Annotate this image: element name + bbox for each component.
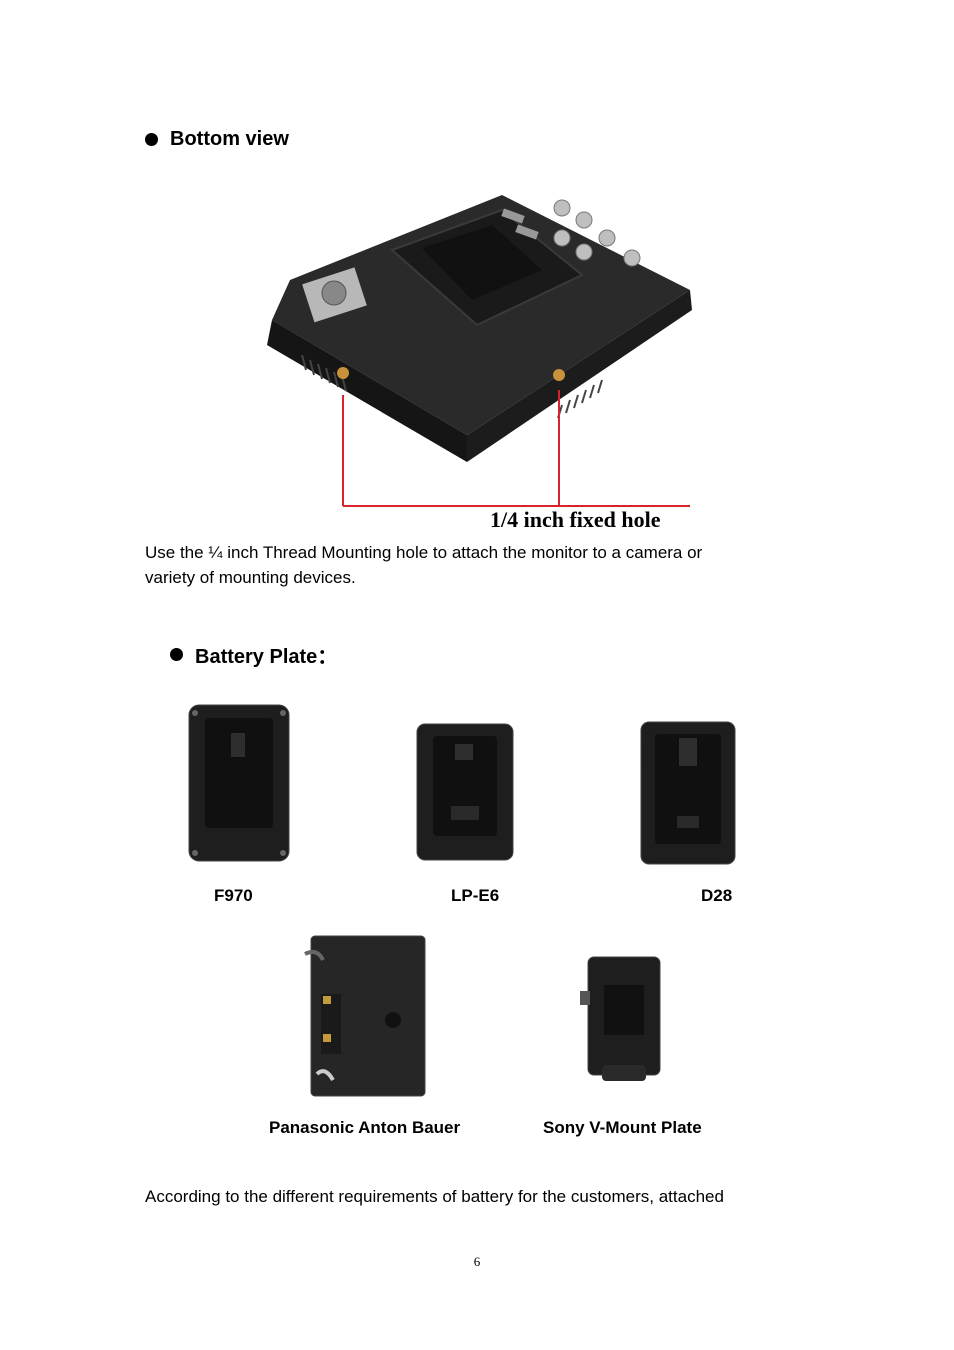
plate-label-sony-v-mount: Sony V-Mount Plate (543, 1118, 702, 1137)
plate-recess (604, 985, 644, 1035)
plate-recess (205, 718, 273, 828)
plate-image-f970 (185, 703, 293, 863)
paragraph-line: variety of mounting devices. (145, 568, 356, 587)
plate-contact (231, 733, 245, 757)
plate-release (580, 991, 590, 1005)
plate-label-lp-e6: LP-E6 (451, 886, 500, 905)
bottom-view-paragraph: Use the ¼ inch Thread Mounting hole to a… (145, 540, 825, 590)
plate-foot (602, 1065, 646, 1081)
plate-contact (679, 738, 697, 766)
page-number: 6 (473, 1254, 481, 1269)
paragraph-line: Use the ¼ inch Thread Mounting hole to a… (145, 543, 703, 562)
mount-hole-right (553, 369, 565, 381)
battery-plate-recess (422, 225, 542, 300)
plate-image-lp-e6 (415, 722, 515, 862)
plate-body (310, 935, 426, 1097)
plate-contact (455, 744, 473, 760)
plate-hook (315, 1069, 335, 1082)
plate-label-d28: D28 (701, 886, 733, 905)
plate-image-sony-v-mount (578, 955, 664, 1083)
heading-text: Bottom view (170, 128, 289, 150)
plate-label-anton-bauer: Panasonic Anton Bauer (269, 1118, 461, 1137)
plate-label-f970: F970 (214, 886, 253, 905)
mount-hole-left (337, 367, 349, 379)
xlr-pins (321, 280, 347, 306)
monitor-bottom-view-image: 1/4 inch fixed hole (262, 180, 702, 530)
monitor-front-side (267, 320, 467, 462)
bullet-icon (145, 133, 158, 146)
annotation-lines (342, 390, 690, 507)
plate-recess (655, 734, 721, 844)
plate-recess (433, 736, 497, 836)
hdmi-ports (501, 208, 539, 240)
plate-contact (323, 996, 331, 1004)
annotation-label: 1/4 inch fixed hole (490, 507, 661, 530)
plate-hook (304, 950, 325, 961)
plate-image-d28 (639, 720, 737, 866)
plate-label (677, 816, 699, 828)
plate-latch (385, 1012, 401, 1028)
monitor-illustration: 1/4 inch fixed hole (267, 195, 692, 530)
heading-text: Battery Plate： (195, 646, 338, 668)
plate-label (451, 806, 479, 820)
paragraph-line: According to the different requirements … (145, 1187, 724, 1206)
section-heading-bottom-view: Bottom view (145, 128, 289, 151)
bnc-connectors (553, 199, 641, 267)
plate-image-anton-bauer (303, 934, 427, 1098)
section-heading-battery-plate: Battery Plate： (170, 640, 337, 669)
closing-paragraph: According to the different requirements … (145, 1184, 825, 1209)
bullet-icon (170, 648, 183, 661)
plate-contact (323, 1034, 331, 1042)
monitor-right-side (467, 290, 692, 462)
